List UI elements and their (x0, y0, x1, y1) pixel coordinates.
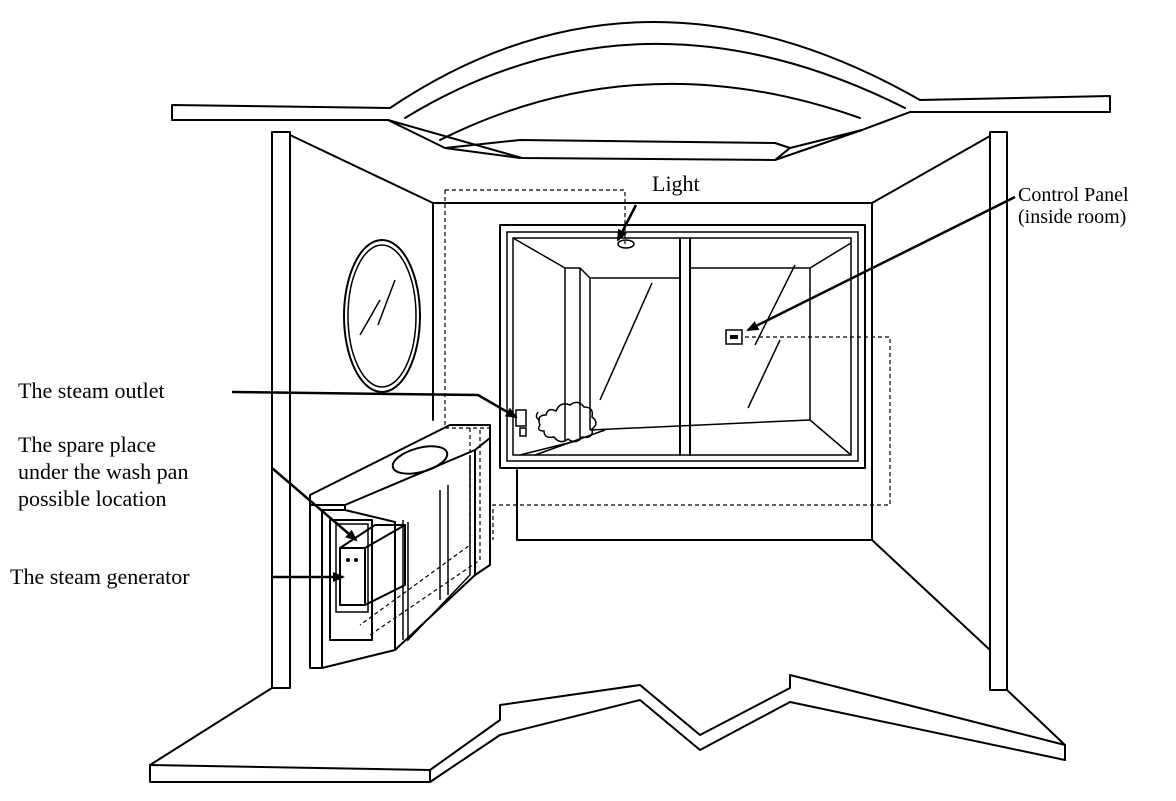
light-fixture (617, 239, 635, 249)
control-panel-label-line2: (inside room) (1018, 206, 1127, 228)
mirror (343, 239, 421, 393)
spare-place-label-line2: under the wash pan (18, 459, 189, 484)
spare-place-label-line1: The spare place (18, 432, 157, 457)
concealed-piping (359, 189, 891, 636)
steam-room-window (499, 224, 866, 469)
floor (149, 674, 1066, 783)
spare-place-label-line3: possible location (18, 486, 167, 511)
steam-generator-label: The steam generator (10, 564, 190, 589)
arrow-control-panel (746, 195, 1016, 332)
arrow-steam-outlet (231, 390, 518, 419)
arrow-light (616, 204, 638, 242)
annotation-arrows (231, 195, 1016, 582)
back-wall (432, 202, 991, 651)
control-panel-label-line1: Control Panel (1018, 184, 1129, 206)
arrow-spare-place (271, 467, 358, 542)
right-wall (871, 131, 1008, 691)
steam-outlet (515, 401, 597, 443)
vanity-cabinet (309, 424, 491, 669)
steam-generator (339, 524, 406, 606)
control-panel (725, 329, 743, 345)
ceiling-arch (171, 20, 1111, 161)
steam-outlet-label: The steam outlet (18, 378, 165, 403)
light-label: Light (652, 171, 700, 196)
